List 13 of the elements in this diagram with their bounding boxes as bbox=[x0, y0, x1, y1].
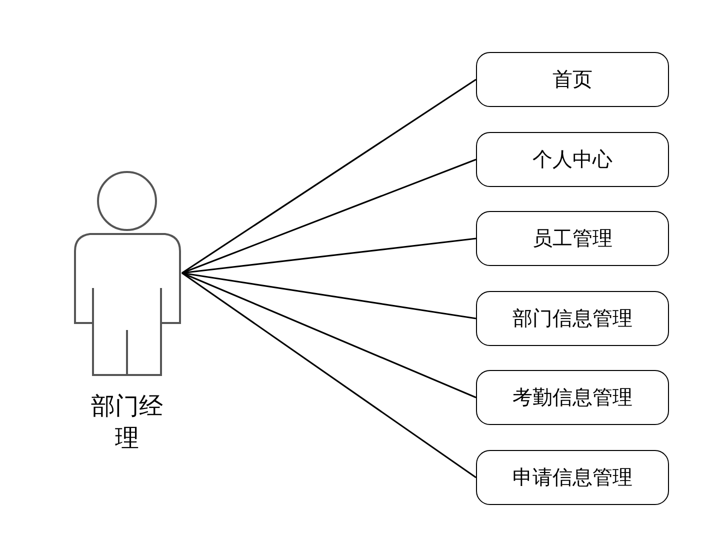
connector-line bbox=[182, 272, 476, 478]
connector-line bbox=[182, 272, 476, 320]
use-case-box: 申请信息管理 bbox=[476, 450, 669, 505]
connector-line bbox=[182, 272, 476, 398]
actor-label: 部门经理 bbox=[90, 391, 164, 454]
connector-line bbox=[182, 158, 476, 274]
use-case-box: 部门信息管理 bbox=[476, 291, 669, 346]
connector-line bbox=[182, 78, 476, 274]
use-case-box: 个人中心 bbox=[476, 132, 669, 187]
connector-line bbox=[182, 238, 476, 274]
use-case-box: 首页 bbox=[476, 52, 669, 107]
use-case-box: 考勤信息管理 bbox=[476, 370, 669, 425]
use-case-box: 员工管理 bbox=[476, 211, 669, 266]
